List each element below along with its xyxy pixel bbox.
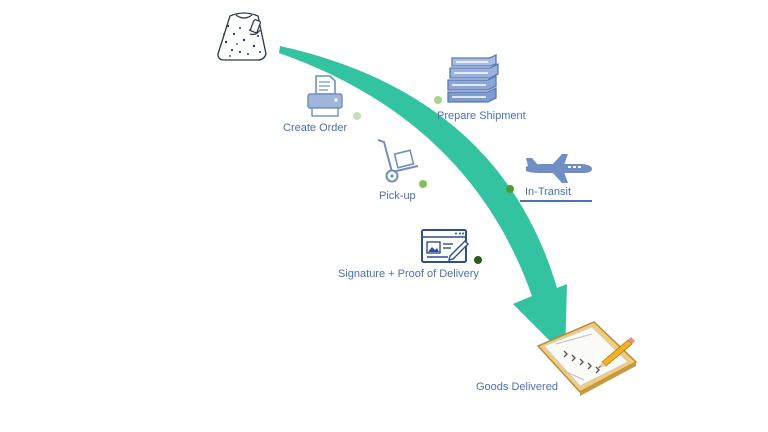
step-label-in-transit: In-Transit [525, 186, 572, 198]
step-label-create-order: Create Order [283, 122, 348, 134]
step-dot-pick-up [419, 180, 427, 188]
step-label-pick-up: Pick-up [379, 190, 416, 202]
step-dot-prepare-shipment [434, 96, 442, 104]
step-label-goods-delivered: Goods Delivered [476, 381, 558, 393]
step-dot-in-transit [506, 185, 514, 193]
step-dot-create-order [353, 112, 361, 120]
signed-document-icon [421, 229, 469, 263]
step-dot-signature-proof [474, 256, 482, 264]
printer-icon [307, 75, 343, 117]
airplane-icon [526, 154, 592, 183]
person-with-phone-icon [217, 12, 267, 61]
step-label-prepare-shipment: Prepare Shipment [437, 110, 526, 122]
in-transit-underline [520, 200, 592, 202]
clipboard-checklist-icon [536, 321, 638, 396]
hand-truck-icon [377, 139, 419, 183]
step-label-signature-proof: Signature + Proof of Delivery [338, 268, 479, 280]
stacked-books-icon [447, 54, 499, 103]
